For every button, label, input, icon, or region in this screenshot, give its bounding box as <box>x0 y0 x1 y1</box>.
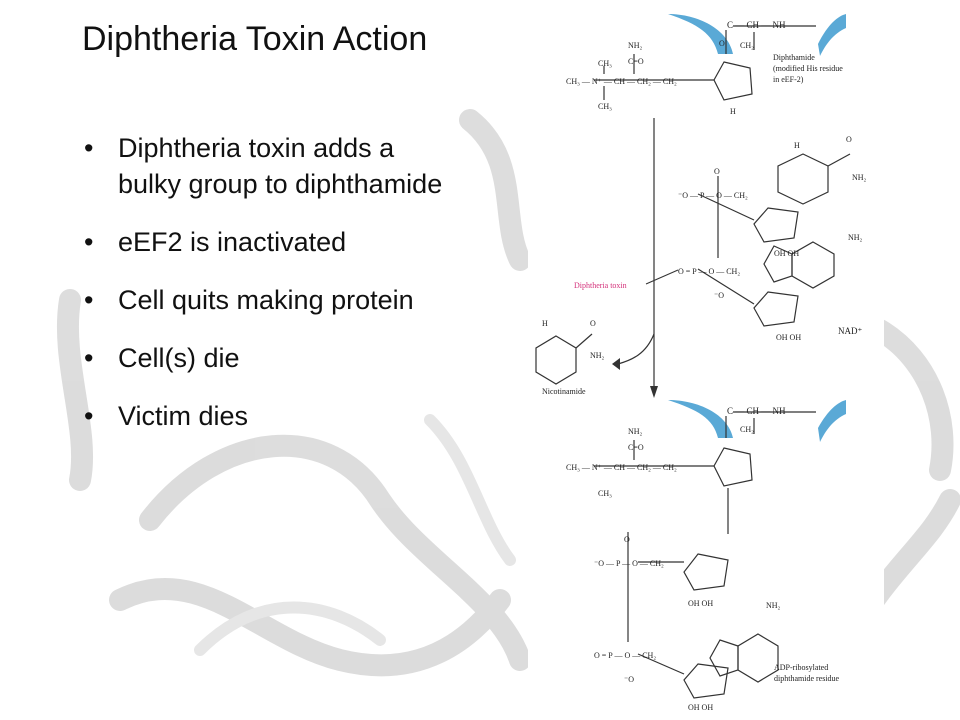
bullet-text: Cell quits making protein <box>118 285 414 315</box>
toxin-pointer <box>645 269 679 285</box>
slide-title: Diphtheria Toxin Action <box>82 20 428 58</box>
diphthamide-atoms: CH₃ — N⁺ — CH — CH₂ — CH₂ <box>566 77 677 86</box>
product-atoms: C=O <box>628 443 644 452</box>
nad-atoms: O <box>846 135 852 144</box>
nad-atoms: OH OH <box>774 249 799 258</box>
bullet-item: • Cell quits making protein <box>82 282 452 318</box>
bullet-item: • Cell(s) die <box>82 340 452 376</box>
nad-atoms: O = P — O — CH₂ <box>678 267 740 276</box>
diphthamide-atoms: CH₂ <box>740 41 754 50</box>
nicotinamide-atoms: NH₂ <box>590 351 605 360</box>
bullet-text: Cell(s) die <box>118 343 240 373</box>
ribbon-left-bottom <box>668 400 733 438</box>
diphthamide-atoms: C=O <box>628 57 644 66</box>
product-atoms: CH₃ — N⁺ — CH — CH₂ — CH₂ <box>566 463 677 472</box>
nad-atoms: ⁻O — P — O — CH₂ <box>678 191 748 200</box>
bullet-glyph: • <box>84 285 94 315</box>
nicotinamide-bonds <box>535 333 655 385</box>
product-atoms: O = P — O — CH₂ <box>594 651 656 660</box>
diphthamide-atoms: CH₃ <box>598 59 612 68</box>
nicotinamide-atoms: O <box>590 319 596 328</box>
bullet-glyph: • <box>84 401 94 431</box>
nad-label: NAD⁺ <box>838 326 862 336</box>
bullet-glyph: • <box>84 343 94 373</box>
ribbon-right-bottom <box>818 400 846 442</box>
product-atoms: NH₂ <box>628 427 643 436</box>
product-label: diphthamide residue <box>774 674 840 683</box>
toxin-label: Diphtheria toxin <box>574 281 627 290</box>
product-atoms: OH OH <box>688 703 713 712</box>
diphthamide-label: Diphthamide <box>773 53 815 62</box>
diphthamide-atoms: H <box>730 107 736 116</box>
product-atoms: ⁻O — P — O — CH₂ <box>594 559 664 568</box>
bullet-glyph: • <box>84 133 94 163</box>
nad-atoms: ⁻O <box>714 291 724 300</box>
product-atoms: ⁻O <box>624 675 634 684</box>
nad-atoms: H <box>794 141 800 150</box>
nad-atoms: NH₂ <box>848 233 863 242</box>
bullet-text: eEF2 is inactivated <box>118 227 347 257</box>
nad-atoms: OH OH <box>776 333 801 342</box>
bullet-text: Victim dies <box>118 401 249 431</box>
diphthamide-bonds <box>594 25 816 101</box>
nad-atoms: NH₂ <box>852 173 867 182</box>
diphthamide-atoms: O <box>719 39 725 48</box>
product-bonds <box>594 411 816 699</box>
diphthamide-label: (modified His residue <box>773 64 843 73</box>
product-label: ADP-ribosylated <box>774 663 828 672</box>
diphthamide-atoms: NH₂ <box>628 41 643 50</box>
bullet-list: • Diphtheria toxin adds a bulky group to … <box>82 130 452 456</box>
ribbon-left-top <box>668 14 733 54</box>
nad-atoms: O <box>714 167 720 176</box>
ribbon-right-top <box>818 14 846 56</box>
product-atoms: CH₃ <box>598 489 612 498</box>
bullet-item: • eEF2 is inactivated <box>82 224 452 260</box>
bullet-text: Diphtheria toxin adds a bulky group to d… <box>118 133 443 199</box>
product-atoms: CH₂ <box>740 425 754 434</box>
bullet-glyph: • <box>84 227 94 257</box>
diphthamide-atoms: C — CH — NH <box>727 20 786 30</box>
adp-ribosylation-diagram: C — CH — NH CH₂ O NH₂ C=O CH₃ — N⁺ — CH … <box>528 14 884 714</box>
nicotinamide-atoms: H <box>542 319 548 328</box>
diphthamide-atoms: CH₃ <box>598 102 612 111</box>
nad-bonds <box>697 153 851 327</box>
reaction-arrowhead <box>650 386 658 398</box>
product-atoms: O <box>624 535 630 544</box>
product-atoms: OH OH <box>688 599 713 608</box>
product-atoms: C — CH — NH <box>727 406 786 416</box>
diagram-panel <box>528 14 884 714</box>
product-atoms: NH₂ <box>766 601 781 610</box>
bullet-item: • Diphtheria toxin adds a bulky group to … <box>82 130 452 202</box>
nicotinamide-arrowhead <box>612 358 620 370</box>
diphthamide-label: in eEF-2) <box>773 75 804 84</box>
bullet-item: • Victim dies <box>82 398 452 434</box>
nicotinamide-label: Nicotinamide <box>542 387 586 396</box>
